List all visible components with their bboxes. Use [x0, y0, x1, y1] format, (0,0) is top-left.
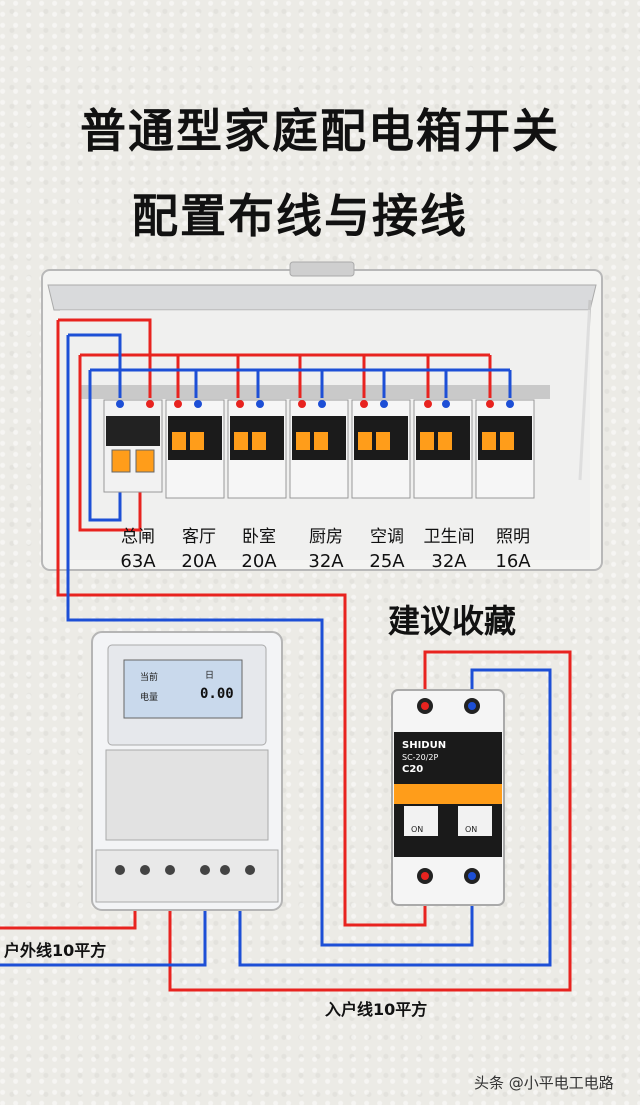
breaker-rating-bathroom: 32A — [431, 551, 467, 572]
branch-breaker-3 — [289, 399, 349, 499]
svg-text:当前: 当前 — [140, 671, 158, 683]
branch-breaker-6 — [475, 399, 535, 499]
electric-meter: 当前 日 电量 0.00 — [91, 631, 283, 911]
meter-value: 0.00 — [200, 686, 234, 702]
svg-text:SHIDUN: SHIDUN — [402, 740, 446, 751]
breaker-label-bedroom: 卧室 — [242, 527, 276, 547]
branch-breaker-4 — [351, 399, 411, 499]
svg-text:日: 日 — [205, 670, 214, 681]
outdoor-wire-label: 户外线10平方 — [4, 941, 107, 960]
breaker-rating-living-room: 20A — [181, 551, 217, 572]
breaker-label-lighting: 照明 — [496, 527, 530, 547]
svg-text:电量: 电量 — [140, 691, 158, 703]
watermark: 头条 @小平电工电路 — [474, 1074, 614, 1092]
box-wires — [58, 318, 512, 532]
page-subtitle: 配置布线与接线 — [132, 189, 468, 243]
branch-breaker-5 — [413, 399, 473, 499]
breaker-rating-lighting: 16A — [495, 551, 531, 572]
main-switch: SHIDUN SC-20/2P C20 ON ON — [391, 689, 505, 906]
breaker-label-air-conditioner: 空调 — [370, 527, 404, 547]
breaker-rating-air-conditioner: 25A — [369, 551, 405, 572]
indoor-wire-label: 入户线10平方 — [325, 1000, 428, 1019]
save-note: 建议收藏 — [388, 602, 517, 640]
svg-text:C20: C20 — [402, 764, 423, 775]
breaker-rating-main: 63A — [120, 551, 156, 572]
breaker-rating-kitchen: 32A — [308, 551, 344, 572]
main-breaker — [103, 399, 163, 493]
breaker-label-bathroom: 卫生间 — [423, 527, 475, 547]
feed-wires — [0, 320, 572, 992]
svg-text:SC-20/2P: SC-20/2P — [402, 753, 439, 762]
branch-breaker-2 — [227, 399, 287, 499]
svg-text:ON: ON — [465, 825, 477, 834]
branch-breakers — [165, 399, 535, 499]
branch-breaker-1 — [165, 399, 225, 499]
svg-text:ON: ON — [411, 825, 423, 834]
breaker-rating-bedroom: 20A — [241, 551, 277, 572]
page-title: 普通型家庭配电箱开关 — [80, 104, 560, 158]
breaker-label-main: 总闸 — [121, 527, 155, 547]
breaker-label-kitchen: 厨房 — [309, 527, 343, 547]
breaker-label-living-room: 客厅 — [182, 527, 216, 547]
